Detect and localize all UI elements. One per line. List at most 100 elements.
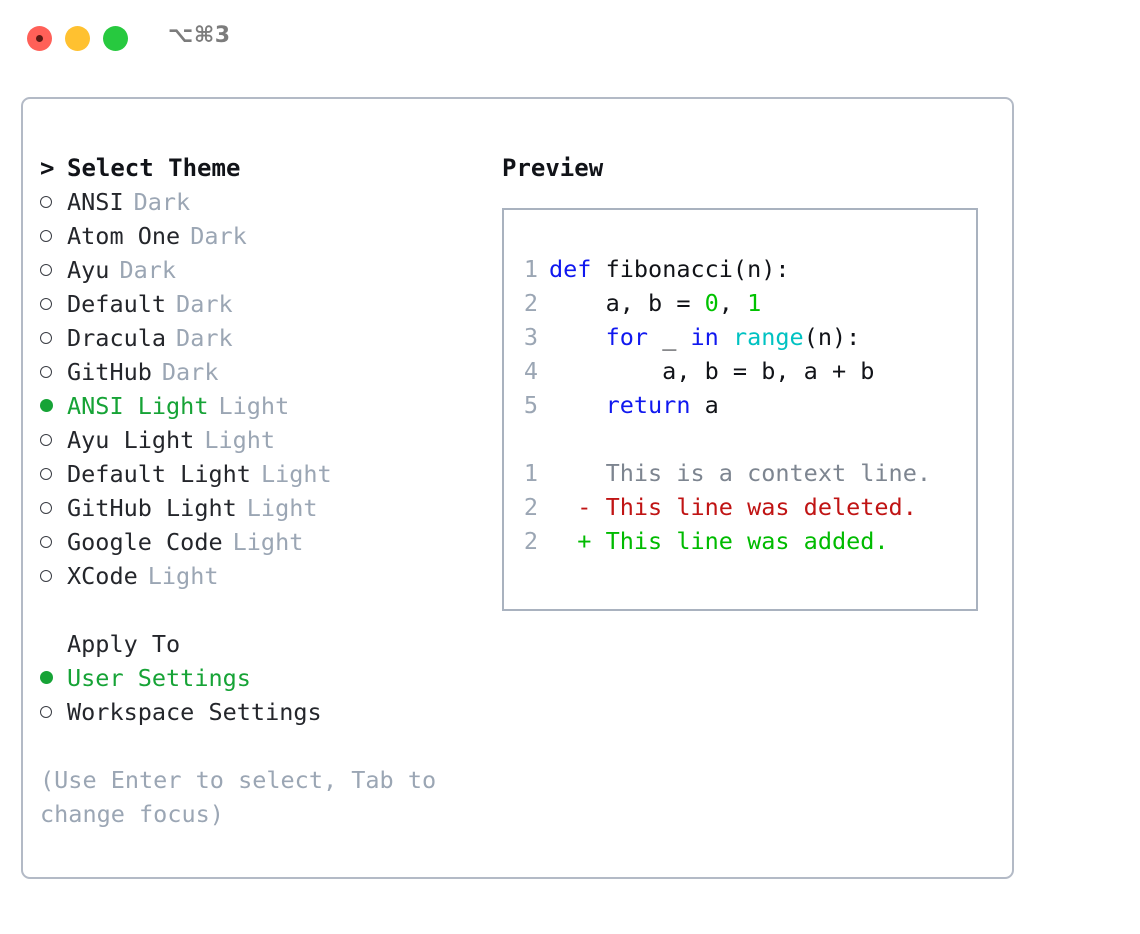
apply-to-option-label: User Settings (67, 664, 251, 692)
radio-unselected-icon (40, 423, 67, 457)
close-button[interactable] (27, 26, 52, 51)
theme-option-google-code[interactable]: Google Code Light (40, 525, 500, 559)
theme-option-xcode[interactable]: XCode Light (40, 559, 500, 593)
theme-option-name: Google Code (67, 528, 223, 556)
theme-option-name: ANSI (67, 188, 124, 216)
theme-option-kind: Dark (161, 358, 219, 386)
diff-line-number: 1 (523, 459, 538, 487)
diff-line-number: 2 (523, 493, 538, 521)
theme-option-kind: Dark (176, 290, 233, 318)
code-line-number: 3 (523, 323, 538, 351)
theme-option-name: ANSI Light (67, 392, 209, 420)
code-token-id: fibonacci(n): (591, 255, 790, 283)
radio-selected-icon (40, 661, 67, 695)
diff-line-number: 2 (523, 527, 538, 555)
radio-unselected-icon (40, 219, 67, 253)
theme-option-name: XCode (67, 562, 138, 590)
theme-option-kind: Dark (133, 188, 191, 216)
code-token-kw: return (605, 391, 691, 419)
section-spacer (40, 593, 500, 627)
radio-unselected-icon (40, 491, 67, 525)
apply-to-option-user-settings[interactable]: User Settings (40, 661, 500, 695)
minimize-button[interactable] (65, 26, 90, 51)
theme-option-name: Atom One (67, 222, 181, 250)
radio-unselected-icon (40, 185, 67, 219)
keyboard-hint: (Use Enter to select, Tab to change focu… (40, 766, 437, 828)
theme-option-github[interactable]: GitHub Dark (40, 355, 500, 389)
apply-to-option-workspace-settings[interactable]: Workspace Settings (40, 695, 500, 729)
code-token-id: a, b = b, a + b (549, 357, 875, 385)
theme-option-name: Ayu (67, 256, 110, 284)
radio-unselected-icon (40, 457, 67, 491)
theme-option-name: Ayu Light (67, 426, 195, 454)
theme-option-name: GitHub (67, 358, 152, 386)
theme-option-ansi[interactable]: ANSI Dark (40, 185, 500, 219)
radio-unselected-icon (40, 253, 67, 287)
select-theme-header: >Select Theme (40, 151, 500, 185)
preview-title: Preview (502, 154, 604, 182)
radio-unselected-icon (40, 695, 67, 729)
apply-to-header: Apply To (67, 630, 181, 658)
theme-option-atom-one[interactable]: Atom One Dark (40, 219, 500, 253)
code-token-id (549, 391, 606, 419)
radio-unselected-icon (40, 287, 67, 321)
theme-option-dracula[interactable]: Dracula Dark (40, 321, 500, 355)
diff-line-text: - This line was deleted. (549, 493, 917, 521)
theme-option-default-light[interactable]: Default Light Light (40, 457, 500, 491)
theme-option-ayu[interactable]: Ayu Dark (40, 253, 500, 287)
diff-line-add: 2 + This line was added. (504, 524, 976, 558)
theme-option-kind: Light (232, 528, 304, 556)
code-token-id: a (690, 391, 719, 419)
maximize-button[interactable] (103, 26, 128, 51)
code-token-bi: range (732, 323, 804, 351)
theme-option-kind: Dark (176, 324, 233, 352)
radio-unselected-icon (40, 525, 67, 559)
diff-line-del: 2 - This line was deleted. (504, 490, 976, 524)
theme-option-kind: Dark (190, 222, 247, 250)
diff-line-ctx: 1 This is a context line. (504, 456, 976, 490)
theme-option-ayu-light[interactable]: Ayu Light Light (40, 423, 500, 457)
code-line-text: a, b = 0, 1 (538, 286, 762, 320)
code-token-num: 0 (704, 289, 719, 317)
code-line: 5 return a (504, 388, 976, 422)
radio-unselected-icon (40, 559, 67, 593)
theme-option-kind: Light (204, 426, 276, 454)
code-token-id: , (718, 289, 748, 317)
diff-line-text: + This line was added. (549, 527, 889, 555)
code-line-number: 1 (523, 255, 538, 283)
code-line: 2 a, b = 0, 1 (504, 286, 976, 320)
code-token-id (549, 323, 606, 351)
code-token-id (719, 323, 733, 351)
code-line-text: return a (538, 388, 719, 422)
code-line-number: 5 (523, 391, 538, 419)
code-line-text: for _ in range(n): (538, 320, 861, 354)
theme-option-kind: Light (260, 460, 332, 488)
code-line-number: 2 (523, 289, 538, 317)
code-token-kw: for (605, 323, 649, 351)
code-token-id: (n): (803, 323, 861, 351)
code-token-id: _ (648, 323, 691, 351)
code-line-text: def fibonacci(n): (538, 252, 790, 286)
theme-option-name: Dracula (67, 324, 167, 352)
theme-option-kind: Light (147, 562, 219, 590)
window-controls (27, 26, 128, 51)
radio-selected-icon (40, 389, 67, 423)
code-token-kw: def (549, 255, 592, 283)
cursor-marker-icon: > (40, 154, 55, 182)
theme-option-kind: Dark (119, 256, 177, 284)
theme-option-name: Default Light (67, 460, 251, 488)
code-line-text: a, b = b, a + b (538, 354, 874, 388)
radio-unselected-icon (40, 321, 67, 355)
theme-option-kind: Light (246, 494, 318, 522)
